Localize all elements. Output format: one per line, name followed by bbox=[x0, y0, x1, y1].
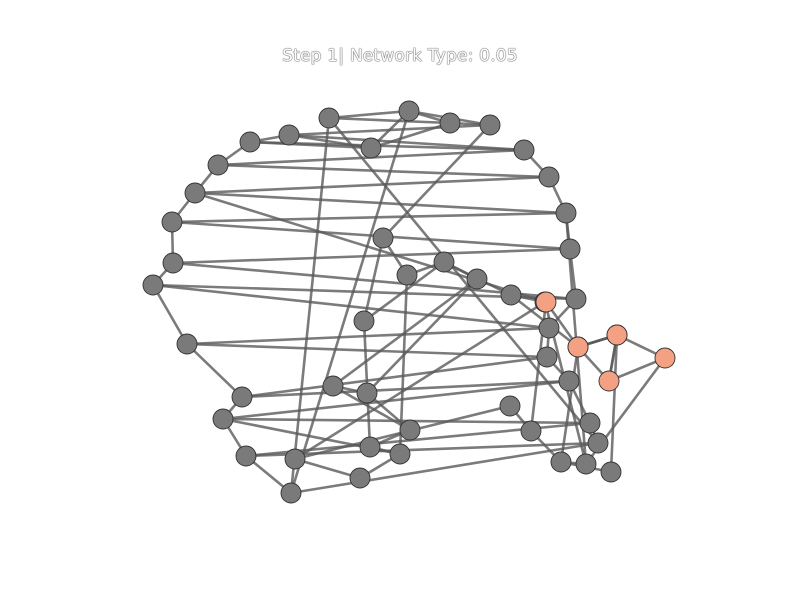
graph-edge bbox=[366, 278, 478, 394]
graph-edge bbox=[328, 116, 451, 125]
highlighted-node bbox=[654, 347, 676, 369]
graph-node bbox=[278, 124, 300, 146]
graph-edge bbox=[222, 379, 570, 421]
figure-title: Step 1| Network Type: 0.05 bbox=[282, 46, 518, 66]
graph-node bbox=[398, 100, 420, 122]
graph-node bbox=[360, 137, 382, 159]
graph-edge bbox=[363, 260, 445, 323]
graph-node bbox=[538, 166, 560, 188]
graph-node bbox=[536, 346, 558, 368]
graph-node bbox=[356, 382, 378, 404]
graph-edge bbox=[294, 300, 546, 461]
graph-edge bbox=[289, 117, 331, 494]
graph-edge bbox=[194, 191, 547, 304]
graph-edge bbox=[288, 123, 491, 137]
graph-edge bbox=[332, 384, 411, 432]
graph-node bbox=[280, 482, 302, 504]
graph-node bbox=[184, 182, 206, 204]
graph-node bbox=[284, 448, 306, 470]
graph-node bbox=[555, 202, 577, 224]
graph-edge bbox=[294, 457, 361, 480]
graph-node bbox=[207, 154, 229, 176]
graph-node bbox=[520, 420, 542, 442]
graph-edge bbox=[362, 237, 385, 322]
graph-node bbox=[349, 467, 371, 489]
graph-node bbox=[399, 419, 421, 441]
graph-node bbox=[322, 375, 344, 397]
graph-edge bbox=[186, 342, 548, 359]
graph-node bbox=[353, 310, 375, 332]
graph-edge bbox=[186, 343, 243, 398]
graph-node bbox=[479, 114, 501, 136]
graph-node bbox=[499, 395, 521, 417]
graph-node bbox=[433, 251, 455, 273]
graph-node bbox=[466, 268, 488, 290]
graph-node bbox=[500, 284, 522, 306]
graph-edge bbox=[171, 211, 567, 224]
graph-node bbox=[389, 443, 411, 465]
graph-node bbox=[235, 445, 257, 467]
graph-node bbox=[318, 107, 340, 129]
graph-edge bbox=[398, 274, 409, 455]
highlighted-node bbox=[606, 324, 628, 346]
graph-node bbox=[513, 139, 535, 161]
graph-edge bbox=[241, 355, 548, 399]
graph-node bbox=[161, 211, 183, 233]
graph-node bbox=[176, 333, 198, 355]
graph-edge bbox=[559, 346, 580, 463]
node-layer bbox=[142, 100, 676, 504]
graph-node bbox=[372, 227, 394, 249]
graph-node bbox=[600, 461, 622, 483]
graph-node bbox=[231, 386, 253, 408]
graph-node bbox=[359, 436, 381, 458]
graph-node bbox=[239, 131, 261, 153]
graph-edge bbox=[327, 117, 600, 444]
graph-node bbox=[579, 412, 601, 434]
graph-edge bbox=[217, 163, 550, 179]
graph-node bbox=[575, 453, 597, 475]
graph-edge bbox=[172, 247, 571, 265]
highlighted-node bbox=[535, 291, 557, 313]
graph-node bbox=[439, 112, 461, 134]
graph-node bbox=[550, 451, 572, 473]
graph-edge bbox=[289, 110, 411, 494]
graph-node bbox=[162, 252, 184, 274]
graph-node bbox=[587, 432, 609, 454]
graph-node bbox=[558, 370, 580, 392]
graph-edge bbox=[609, 334, 619, 473]
graph-edge bbox=[152, 283, 550, 330]
graph-edge bbox=[186, 326, 550, 346]
graph-edge bbox=[382, 124, 491, 239]
highlighted-node bbox=[567, 336, 589, 358]
highlighted-node bbox=[598, 370, 620, 392]
graph-edge bbox=[249, 140, 525, 152]
graph-edge bbox=[328, 109, 410, 120]
graph-node bbox=[565, 288, 587, 310]
graph-edge bbox=[151, 284, 189, 345]
graph-node bbox=[142, 274, 164, 296]
graph-edge bbox=[290, 441, 599, 495]
graph-node bbox=[538, 317, 560, 339]
graph-node bbox=[396, 264, 418, 286]
graph-node bbox=[559, 238, 581, 260]
graph-edge bbox=[194, 175, 550, 195]
graph-node bbox=[212, 408, 234, 430]
